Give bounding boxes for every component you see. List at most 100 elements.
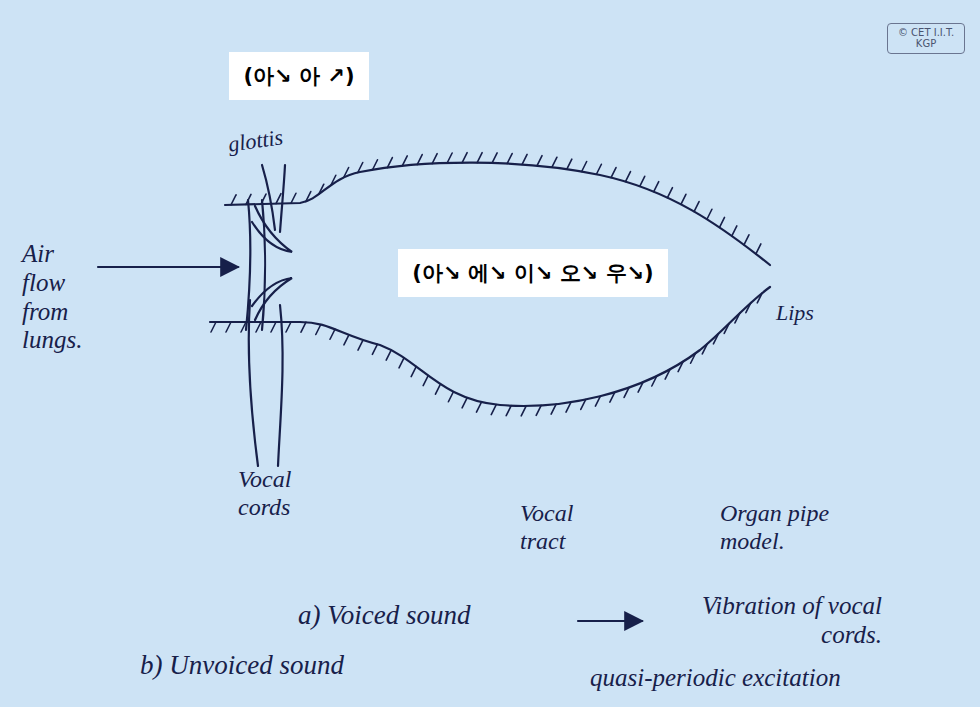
- wall-hatch: [477, 153, 482, 163]
- wall-hatch: [694, 202, 699, 212]
- lower-tract-wall: [210, 287, 770, 406]
- label-text: a) Voiced sound: [298, 600, 470, 630]
- wall-hatch: [330, 329, 335, 339]
- wall-hatch: [595, 396, 600, 406]
- wall-hatch: [432, 154, 437, 164]
- wall-hatch: [211, 322, 216, 332]
- wall-hatch: [537, 156, 542, 166]
- wall-hatch: [256, 322, 261, 332]
- label-text: Lips: [776, 300, 814, 325]
- vocal-cord-line: [262, 200, 265, 330]
- wall-hatch: [667, 188, 672, 198]
- wall-hatch: [447, 153, 452, 163]
- wall-hatch: [226, 322, 231, 332]
- wall-hatch: [746, 303, 751, 313]
- wall-hatch: [462, 398, 467, 408]
- wall-hatch: [399, 358, 404, 368]
- label-text: Organ pipe model.: [720, 500, 829, 554]
- wall-hatch: [581, 399, 586, 409]
- wall-hatch: [291, 193, 296, 203]
- wall-hatch: [507, 154, 512, 164]
- flow-label: Air flow from lungs.: [22, 240, 102, 355]
- annotation-text: (아↘ 에↘ 이↘ 오↘ 우↘): [412, 261, 653, 285]
- watermark-box: © CET I.I.T. KGP: [887, 23, 965, 54]
- wall-hatch: [306, 192, 311, 202]
- wall-hatch: [246, 194, 251, 204]
- wall-hatch: [610, 392, 615, 402]
- wall-hatch: [261, 194, 266, 204]
- wall-hatch: [522, 154, 527, 164]
- wall-hatch: [596, 164, 601, 174]
- wall-hatch: [757, 293, 762, 303]
- wall-hatch: [665, 369, 670, 379]
- wall-hatch: [331, 175, 336, 185]
- label-text: Air flow from lungs.: [22, 240, 82, 353]
- wall-hatch: [625, 172, 630, 182]
- part-label: glottis: [227, 124, 285, 157]
- wall-hatch: [735, 313, 740, 323]
- annotation-text: © CET I.I.T. KGP: [898, 27, 954, 50]
- wall-hatch: [301, 322, 306, 332]
- wall-hatch: [358, 162, 363, 172]
- label-text: glottis: [227, 124, 285, 156]
- label-text: b) Unvoiced sound: [140, 650, 344, 680]
- wall-hatch: [358, 340, 363, 350]
- wall-hatch: [462, 153, 467, 163]
- wall-hatch: [476, 402, 481, 412]
- wall-hatch: [756, 244, 761, 254]
- wall-hatch: [373, 160, 378, 170]
- wall-hatch: [276, 194, 281, 204]
- wall-hatch: [448, 392, 453, 402]
- part-label: Vocal tract: [520, 500, 610, 555]
- wall-hatch: [344, 335, 349, 345]
- wall-hatch: [732, 226, 737, 236]
- label-text: quasi-periodic excitation: [590, 664, 841, 691]
- note-text: b) Unvoiced sound: [140, 650, 344, 681]
- wall-hatch: [423, 376, 428, 386]
- wall-hatch: [567, 159, 572, 169]
- wall-hatch: [417, 155, 422, 165]
- wall-hatch: [744, 235, 749, 245]
- wall-hatch: [411, 367, 416, 377]
- wall-hatch: [566, 402, 571, 412]
- wall-hatch: [681, 194, 686, 204]
- wall-hatch: [387, 158, 392, 168]
- wall-hatch: [652, 376, 657, 386]
- wall-hatch: [435, 384, 440, 394]
- wall-hatch: [552, 157, 557, 167]
- wall-hatch: [521, 406, 526, 416]
- wall-hatch: [678, 362, 683, 372]
- wall-hatch: [638, 382, 643, 392]
- glottis-leader: [280, 165, 285, 232]
- wall-hatch: [372, 344, 377, 354]
- wall-hatch: [319, 184, 324, 194]
- note-text: quasi-periodic excitation: [590, 664, 841, 693]
- annotation-text: (아↘ 아 ↗): [243, 64, 354, 88]
- wall-hatch: [286, 322, 291, 332]
- wall-hatch: [582, 161, 587, 171]
- annotation-box: (아↘ 에↘ 이↘ 오↘ 우↘): [398, 249, 667, 297]
- wall-hatch: [724, 323, 729, 333]
- label-text: Vocal cords: [238, 466, 291, 520]
- wall-hatch: [402, 156, 407, 166]
- wall-hatch: [231, 195, 236, 205]
- wall-hatch: [702, 344, 707, 354]
- annotation-box: (아↘ 아 ↗): [229, 52, 368, 100]
- wall-hatch: [492, 153, 497, 163]
- wall-hatch: [551, 404, 556, 414]
- wall-hatch: [536, 405, 541, 415]
- label-text: Vocal tract: [520, 500, 573, 554]
- wall-hatch: [611, 168, 616, 178]
- wall-hatch: [271, 322, 276, 332]
- wall-hatch: [624, 387, 629, 397]
- wall-hatch: [241, 322, 246, 332]
- wall-hatch: [640, 176, 645, 186]
- wall-hatch: [654, 182, 659, 192]
- airflow-arrow: [98, 266, 238, 268]
- wall-hatch: [506, 406, 511, 416]
- wall-hatch: [691, 353, 696, 363]
- part-label: Lips: [776, 300, 814, 325]
- note-text: a) Voiced sound: [298, 600, 470, 631]
- cords-leader: [278, 305, 283, 466]
- implies-arrow: [578, 620, 642, 622]
